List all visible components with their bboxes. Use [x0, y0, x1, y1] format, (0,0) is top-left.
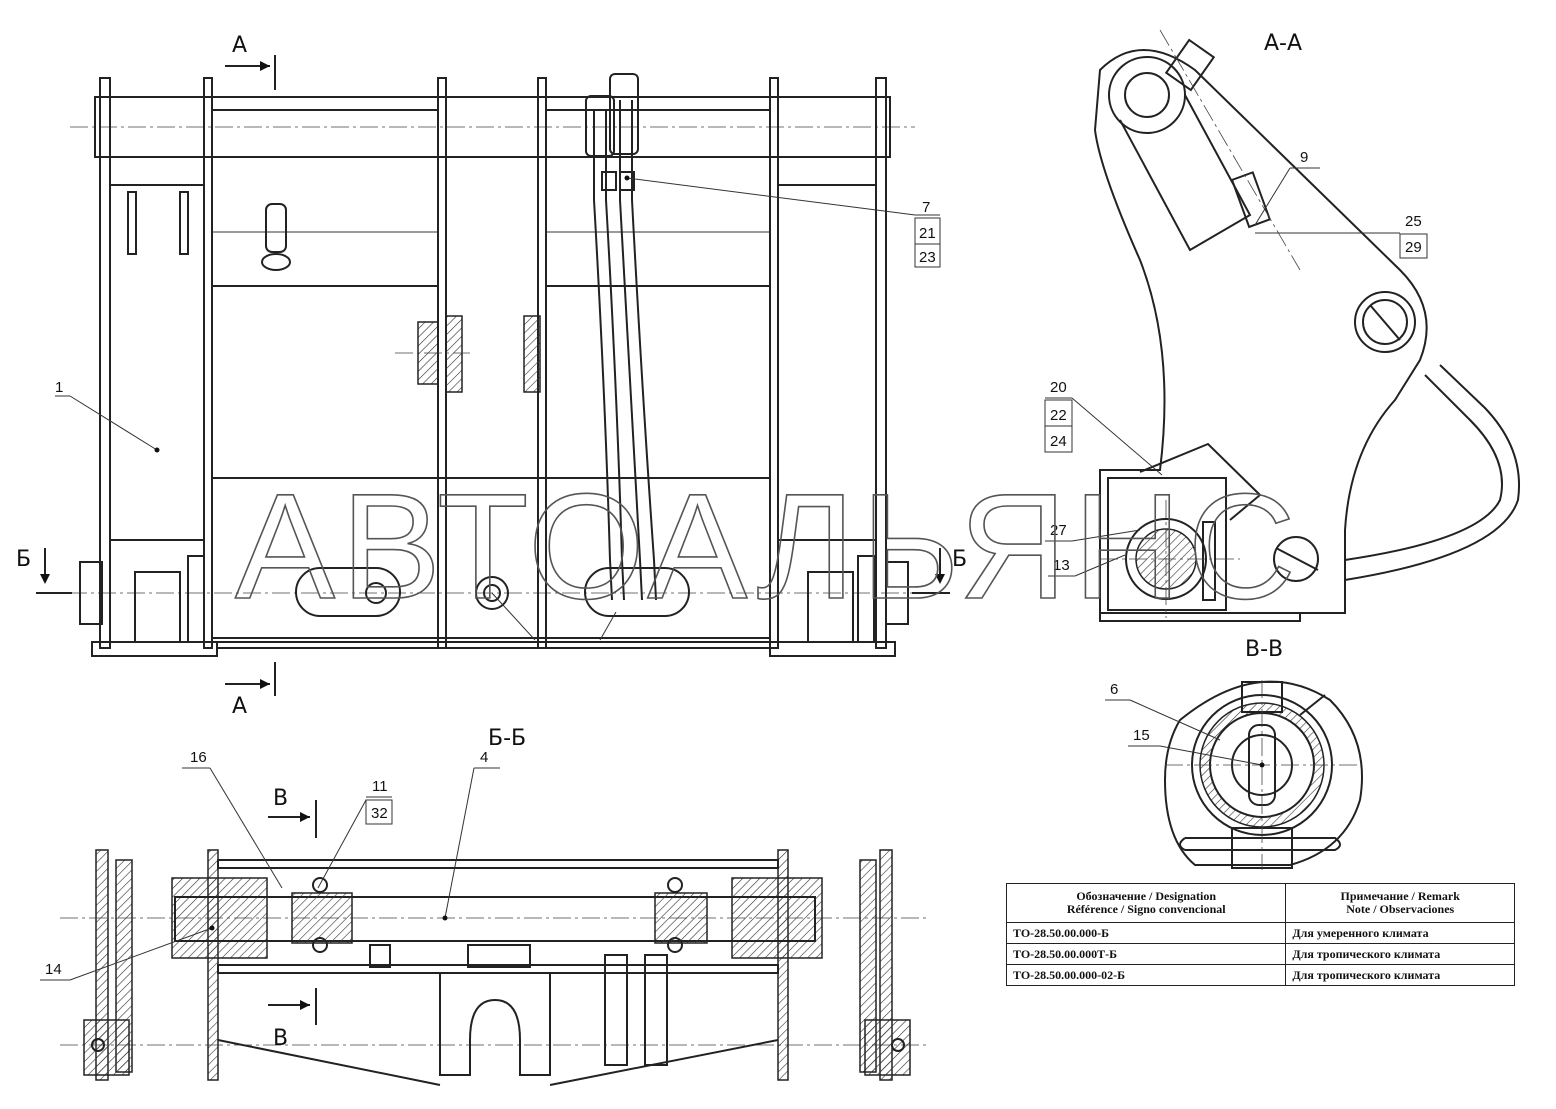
table-row: ТО-28.50.00.000-Б Для умеренного климата [1005, 922, 1515, 944]
callout-7: 7 [922, 199, 930, 216]
watermark: АВТОАЛЬЯНС [235, 462, 1302, 630]
callout-13: 13 [1053, 557, 1070, 574]
section-title-b-b: Б-Б [488, 726, 526, 751]
section-title-a-a: А-А [1264, 31, 1302, 56]
section-marker-v-top: В [273, 786, 288, 811]
header-designation-line-2: Référence / Signo convencional [1066, 902, 1226, 916]
callout-32: 32 [371, 805, 388, 822]
spec-table: Обозначение / Designation Référence / Si… [1005, 883, 1515, 986]
remark-cell: Для тропического климата [1285, 943, 1515, 965]
callout-4: 4 [480, 749, 488, 766]
section-title-v-v: В-В [1245, 637, 1283, 662]
callout-27: 27 [1050, 522, 1067, 539]
callout-25: 25 [1405, 213, 1422, 230]
table-row: ТО-28.50.00.000-02-Б Для тропического кл… [1005, 964, 1515, 986]
callout-6: 6 [1110, 681, 1118, 698]
table-row: ТО-28.50.00.000Т-Б Для тропического клим… [1005, 943, 1515, 965]
section-v-v-view: В-В 6 15 [1105, 637, 1363, 870]
front-view: 1 7 21 23 А А Б Б [16, 33, 967, 719]
callout-22: 22 [1050, 407, 1067, 424]
header-remark: Примечание / Remark Note / Observaciones [1285, 883, 1515, 923]
callout-21: 21 [919, 225, 936, 242]
callout-14: 14 [45, 961, 62, 978]
header-remark-line-1: Примечание / Remark [1340, 889, 1460, 903]
callout-29: 29 [1405, 239, 1422, 256]
section-marker-a-bottom: А [232, 694, 247, 719]
section-marker-b-right: Б [952, 547, 967, 572]
callout-24: 24 [1050, 433, 1067, 450]
designation-cell: ТО-28.50.00.000-02-Б [1005, 964, 1287, 986]
callout-20: 20 [1050, 379, 1067, 396]
header-designation-line-1: Обозначение / Designation [1076, 889, 1217, 903]
callout-9: 9 [1300, 149, 1308, 166]
section-b-b-view: Б-Б 16 [40, 726, 930, 1086]
callout-16: 16 [190, 749, 207, 766]
section-marker-v-bottom: В [273, 1026, 288, 1051]
section-marker-a-top: А [232, 33, 247, 58]
remark-cell: Для умеренного климата [1285, 922, 1515, 944]
callout-23: 23 [919, 249, 936, 266]
callout-1: 1 [55, 379, 63, 396]
header-designation: Обозначение / Designation Référence / Si… [1005, 883, 1287, 923]
designation-cell: ТО-28.50.00.000-Б [1005, 922, 1287, 944]
section-a-a-view: А-А 9 25 29 20 22 24 [1044, 29, 1520, 622]
header-remark-line-2: Note / Observaciones [1346, 902, 1455, 916]
remark-cell: Для тропического климата [1285, 964, 1515, 986]
spec-table-header: Обозначение / Designation Référence / Si… [1005, 883, 1515, 923]
section-marker-b-left: Б [16, 547, 31, 572]
designation-cell: ТО-28.50.00.000Т-Б [1005, 943, 1287, 965]
callout-15: 15 [1133, 727, 1150, 744]
callout-11: 11 [372, 778, 388, 795]
